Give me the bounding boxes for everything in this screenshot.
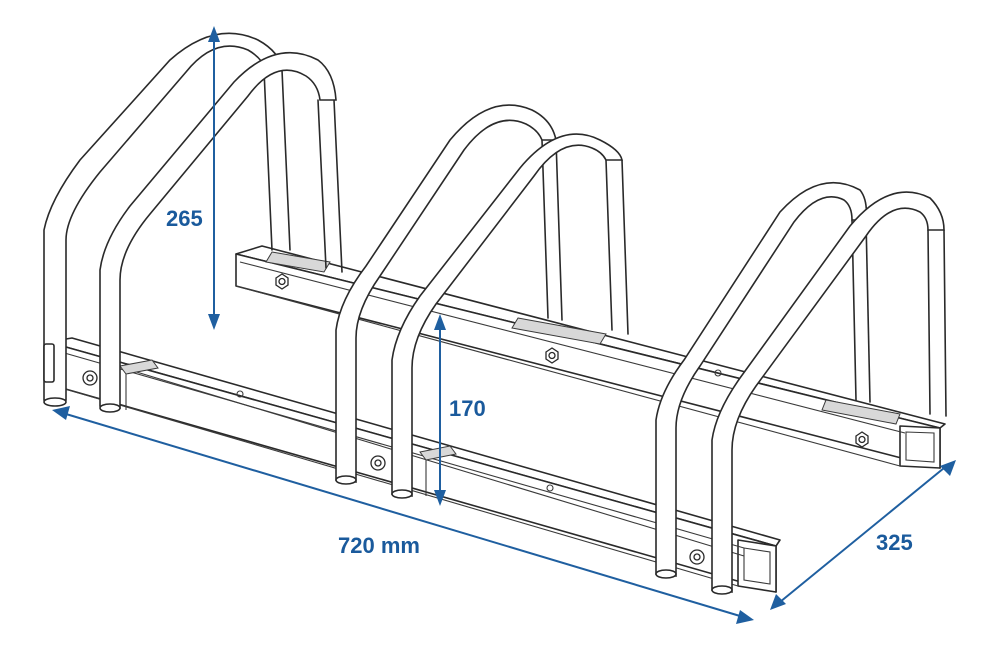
dimension-325 xyxy=(770,460,956,610)
dimension-label-170: 170 xyxy=(449,396,486,421)
dimension-label-265: 265 xyxy=(166,206,203,231)
dimension-label-720: 720 mm xyxy=(338,533,420,558)
front-rail-nut-right xyxy=(689,549,705,565)
dimension-720 xyxy=(52,406,754,624)
dimension-265 xyxy=(208,26,220,330)
front-rail-nut-middle xyxy=(370,455,386,471)
loop-tubes-back xyxy=(263,69,947,417)
rear-rail-nut-middle xyxy=(545,347,559,364)
rear-rail-nut-right xyxy=(855,431,869,448)
middle-loop-pair xyxy=(335,104,623,499)
dimension-170 xyxy=(434,314,446,506)
left-loop-pair xyxy=(43,32,337,413)
dimension-label-325: 325 xyxy=(876,530,913,555)
front-rail-nut-left xyxy=(82,370,98,386)
right-loop-pair xyxy=(655,181,945,595)
rear-rail-nut-left xyxy=(275,273,289,290)
